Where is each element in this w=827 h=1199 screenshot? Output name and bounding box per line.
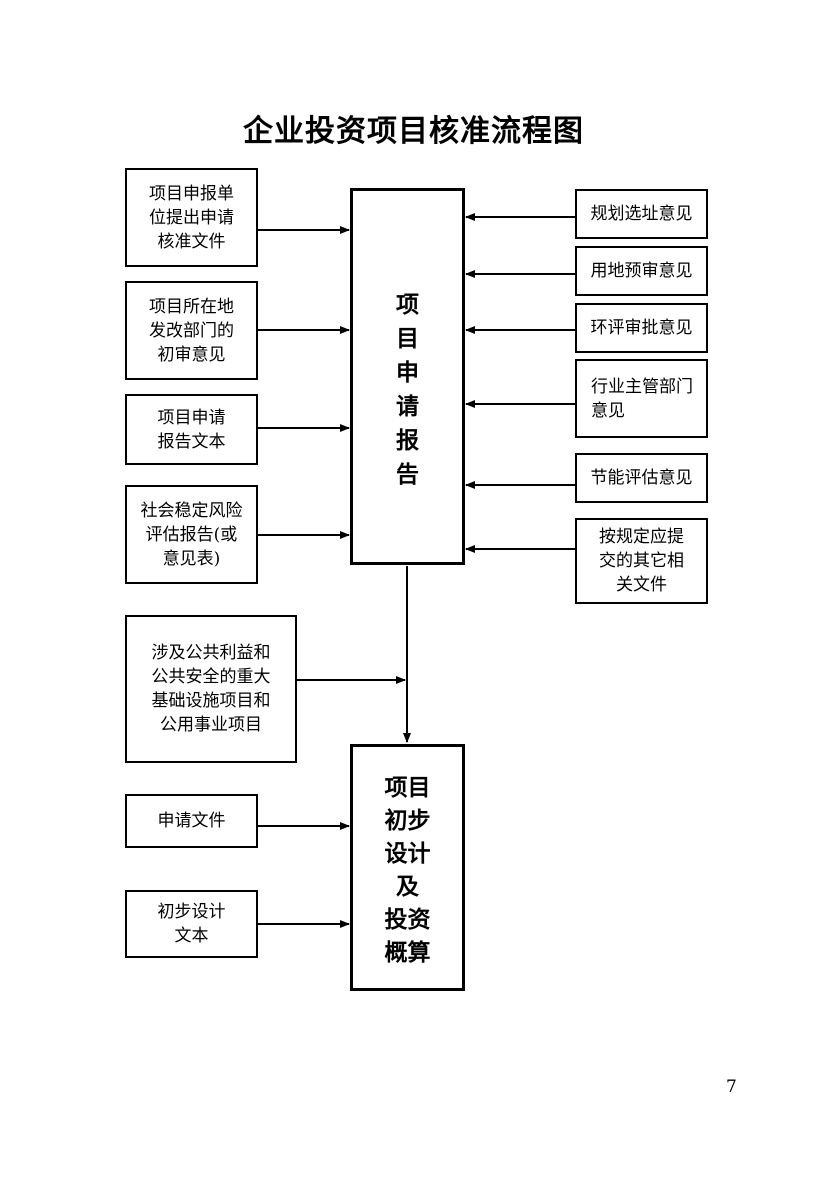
main-project-report-box: 项 目 申 请 报 告: [350, 188, 465, 565]
right-input-label: 节能评估意见: [590, 468, 693, 488]
left-input-label: 项目所在地 发改部门的 初审意见: [149, 296, 234, 365]
right-input-label: 按规定应提 交的其它相 关文件: [599, 527, 684, 595]
right-input-label: 规划选址意见: [590, 204, 693, 224]
left-input-application-file: 项目申报单 位提出申请 核准文件: [125, 168, 258, 267]
main-preliminary-design-label: 项目 初步 设计 及 投资 概算: [384, 774, 431, 966]
public-interest-label: 涉及公共利益和 公共安全的重大 基础设施项目和 公用事业项目: [151, 643, 271, 735]
main-preliminary-design-box: 项目 初步 设计 及 投资 概算: [350, 744, 465, 991]
right-input-industry-dept: 行业主管部门 意见: [575, 359, 708, 438]
left-input-label: 项目申请 报告文本: [157, 407, 226, 452]
right-input-energy: 节能评估意见: [575, 453, 708, 503]
main-project-report-label: 项 目 申 请 报 告: [396, 291, 419, 488]
page-number: 7: [726, 1077, 737, 1097]
right-input-label: 用地预审意见: [590, 261, 693, 281]
left-input-report-text: 项目申请 报告文本: [125, 394, 258, 465]
right-input-label: 环评审批意见: [590, 318, 693, 338]
left-input-local-review: 项目所在地 发改部门的 初审意见: [125, 281, 258, 380]
right-input-land-use: 用地预审意见: [575, 246, 708, 296]
design-input-label: 初步设计 文本: [157, 902, 226, 946]
right-input-planning: 规划选址意见: [575, 189, 708, 239]
right-input-other-files: 按规定应提 交的其它相 关文件: [575, 518, 708, 604]
right-input-label: 行业主管部门 意见: [591, 376, 693, 421]
page-title: 企业投资项目核准流程图: [243, 114, 584, 149]
left-input-label: 社会稳定风险 评估报告(或 意见表): [140, 500, 243, 569]
right-input-environment: 环评审批意见: [575, 303, 708, 353]
left-input-label: 项目申报单 位提出申请 核准文件: [149, 183, 234, 252]
design-input-preliminary-text: 初步设计 文本: [125, 890, 258, 958]
public-interest-box: 涉及公共利益和 公共安全的重大 基础设施项目和 公用事业项目: [125, 615, 297, 763]
design-input-label: 申请文件: [157, 811, 226, 831]
left-input-risk-assessment: 社会稳定风险 评估报告(或 意见表): [125, 485, 258, 584]
design-input-application: 申请文件: [125, 794, 258, 848]
